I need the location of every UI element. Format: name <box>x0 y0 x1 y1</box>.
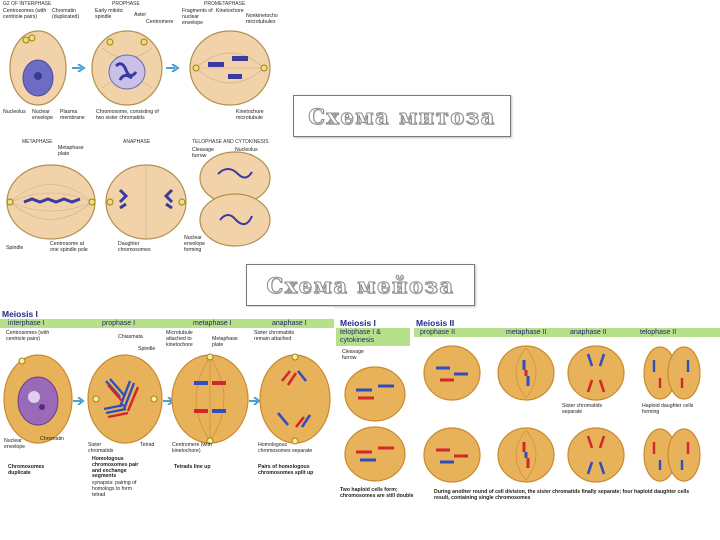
meiosis-cell-metaphase-2b <box>497 427 555 483</box>
arrow-icon <box>72 64 86 72</box>
stage-header: METAPHASE <box>22 139 53 145</box>
meiosis-cell-metaphase-1 <box>171 353 249 445</box>
stage-label: telophase I & cytokinesis <box>340 329 381 344</box>
meiosis-1-diagram: Meiosis I interphase I prophase I metaph… <box>0 307 334 515</box>
label-nuclear-envelope: Nuclear envelope <box>4 438 26 450</box>
label-metaphase-plate: Metaphase plate <box>212 336 238 348</box>
stage-label: interphase I <box>8 320 45 327</box>
mitosis-cell-prophase <box>91 30 163 106</box>
label-centrosome-pole: Centrosome at one spindle pole <box>50 241 88 253</box>
meiosis-cell-metaphase-2a <box>497 345 555 401</box>
label-homologous-pair: Homologous chromosomes pair and exchange… <box>92 456 139 480</box>
stage-label: telophase II <box>640 329 677 336</box>
label-chromatin: Chromatin (duplicated) <box>52 8 80 20</box>
meiosis-cell-anaphase-2b <box>567 427 625 483</box>
label-sister-attached: Sister chromatids remain attached <box>254 330 295 342</box>
mitosis-title-box: Схема митоза <box>293 95 511 137</box>
label-cleavage-furrow: Cleavage furrow <box>342 349 364 361</box>
meiosis-1-stage-bar: interphase I prophase I metaphase I anap… <box>0 319 334 328</box>
stage-header: G2 OF INTERPHASE <box>3 1 52 7</box>
label-fragments: Fragments of nuclear envelope <box>182 8 213 26</box>
label-haploid-forming: Haploid daughter cells forming <box>642 403 694 415</box>
stage-label: metaphase II <box>506 329 547 336</box>
meiosis-cell-anaphase-2a <box>567 345 625 401</box>
mitosis-cell-prometaphase <box>189 30 271 106</box>
meiosis-2-label: Meiosis II <box>416 318 455 328</box>
meiosis-title-box: Схема мейоза <box>246 264 475 306</box>
label-chromosomes-duplicate: Chromosomes duplicate <box>8 464 45 476</box>
mitosis-diagram: G2 OF INTERPHASE PROPHASE PROMETAPHASE M… <box>0 0 278 258</box>
telophase-1-bar: telophase I & cytokinesis <box>336 328 410 346</box>
meiosis-cell-prophase-2a <box>423 345 481 401</box>
label-chromatin: Chromatin <box>40 436 64 442</box>
meiosis-cell-anaphase-1 <box>259 353 331 445</box>
label-conclusion: During another round of cell division, t… <box>434 489 690 501</box>
label-kinetochore: Kinetochore <box>216 8 244 14</box>
meiosis-cell-prophase-1 <box>87 354 163 444</box>
label-metaphase-plate: Metaphase plate <box>58 145 84 157</box>
label-spindle: Spindle <box>6 245 24 251</box>
mitosis-cell-metaphase <box>6 164 96 240</box>
meiosis-cell-prophase-2b <box>423 427 481 483</box>
meiosis-cell-telophase-1 <box>344 366 406 482</box>
label-chromosome: Chromosome, consisting of two sister chr… <box>96 109 159 121</box>
label-nucleolus: Nucleolus <box>3 109 26 115</box>
stage-label: prophase II <box>420 329 456 336</box>
label-homologous-separate: Homologous chromosomes separate <box>258 442 313 454</box>
label-tetrad: Tetrad <box>140 442 155 448</box>
label-tetrads-line-up: Tetrads line up <box>174 464 211 470</box>
arrow-icon <box>73 397 85 405</box>
label-nuclear-envelope: Nuclear envelope <box>32 109 54 121</box>
label-pairs-split: Pairs of homologous chromosomes split up <box>258 464 314 476</box>
label-centrosomes: Centrosomes (with centriole pairs) <box>3 8 47 20</box>
stage-label: prophase I <box>102 320 136 327</box>
mitosis-title: Схема митоза <box>308 103 496 129</box>
meiosis-cell-telophase-2a <box>643 346 701 400</box>
stage-header: PROPHASE <box>112 1 140 7</box>
stage-header: TELOPHASE AND CYTOKINESIS <box>192 139 269 145</box>
stage-header: ANAPHASE <box>123 139 151 145</box>
label-microtubule: Microtubule attached to kinetochore <box>166 330 193 348</box>
label-sister-separate: Sister chromatids separate <box>562 403 603 415</box>
label-daughter-chromosomes: Daughter chromosomes <box>118 241 151 253</box>
label-kinetochore-mt: Kinetochore microtubule <box>236 109 264 121</box>
label-centromere: Centromere <box>146 19 174 25</box>
label-nuclear-envelope-forming: Nuclear envelope forming <box>184 235 206 253</box>
stage-label: anaphase II <box>570 329 607 336</box>
label-two-haploid: Two haploid cells form; chromosomes are … <box>340 487 414 499</box>
label-nonkinetochore: Nonkinetochore microtubules <box>246 13 278 25</box>
label-centrosomes: Centrosomes (with centriole pairs) <box>6 330 50 342</box>
label-spindle: Spindle <box>138 346 156 352</box>
mitosis-cell-telophase <box>199 151 271 247</box>
label-synapsis: synapsis: pairing of homologs to form te… <box>92 480 137 498</box>
stage-label: anaphase I <box>272 320 307 327</box>
meiosis-cell-interphase-1 <box>3 354 73 444</box>
arrow-icon <box>249 397 261 405</box>
label-centromere: Centromere (with kinetochore) <box>172 442 212 454</box>
meiosis-1-label: Meiosis I <box>2 309 38 319</box>
meiosis-1-label: Meiosis I <box>340 318 376 328</box>
mitosis-cell-anaphase <box>105 164 187 240</box>
label-early-spindle: Early mitotic spindle <box>95 8 124 20</box>
meiosis-2-stage-bar: prophase II metaphase II anaphase II tel… <box>414 328 720 337</box>
label-aster: Aster <box>134 12 147 18</box>
arrow-icon <box>166 64 180 72</box>
mitosis-cell-interphase <box>9 30 67 106</box>
meiosis-2-diagram: Meiosis I Meiosis II telophase I & cytok… <box>336 316 720 530</box>
label-sister-chromatids: Sister chromatids <box>88 442 114 454</box>
meiosis-cell-telophase-2b <box>643 428 701 482</box>
meiosis-title: Схема мейоза <box>266 272 455 298</box>
stage-header: PROMETAPHASE <box>204 1 246 7</box>
label-cleavage-furrow: Cleavage furrow <box>192 147 214 159</box>
label-plasma-membrane: Plasma membrane <box>60 109 85 121</box>
label-chiasmata: Chiasmata <box>118 334 143 340</box>
stage-label: metaphase I <box>193 320 232 327</box>
